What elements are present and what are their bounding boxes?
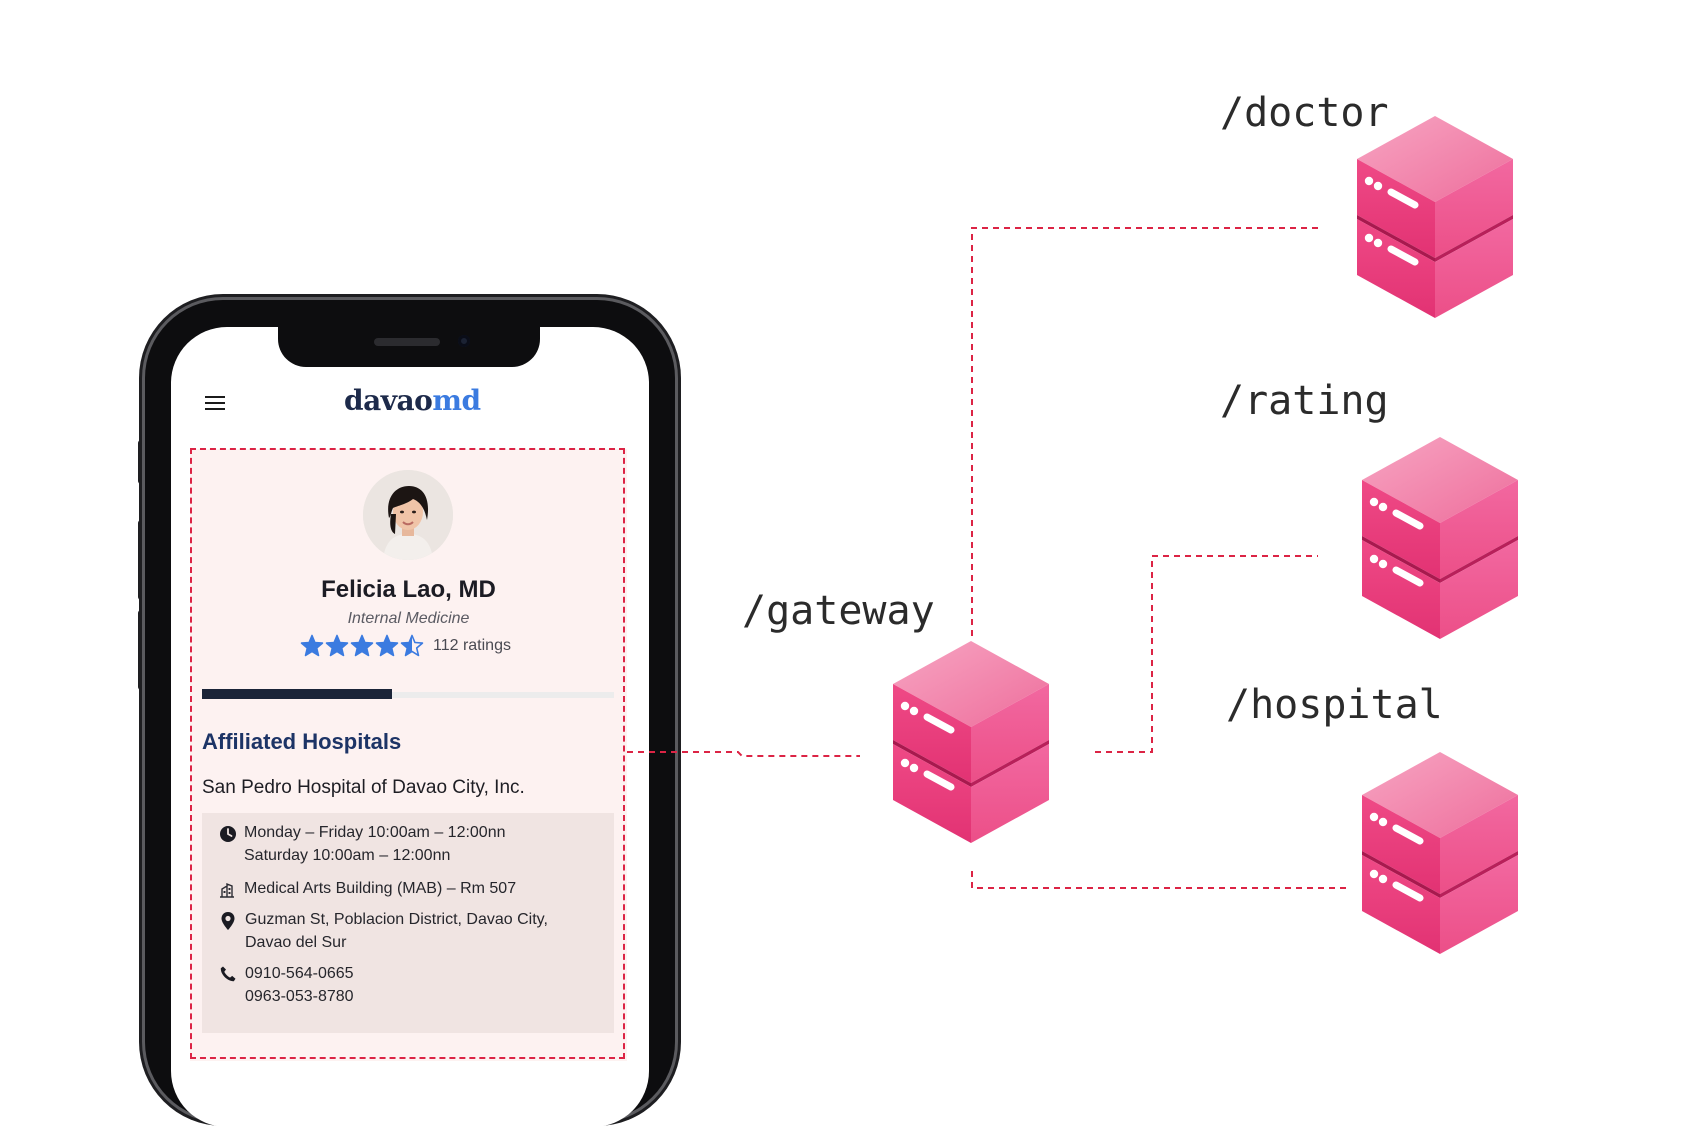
phone-camera [458, 335, 470, 347]
hamburger-menu-icon[interactable] [205, 396, 225, 412]
rating-label: /rating [1220, 378, 1389, 424]
building-icon [220, 882, 234, 898]
app-logo[interactable]: davaomd [344, 384, 481, 417]
hospital-server-icon [1362, 752, 1518, 954]
profile-progress-track [202, 692, 614, 698]
doctor-label: /doctor [1220, 90, 1389, 136]
doctor-server-icon [1357, 116, 1513, 318]
room-location: Medical Arts Building (MAB) – Rm 507 [244, 880, 517, 897]
address-line-1: Guzman St, Poblacion District, Davao Cit… [245, 911, 548, 928]
star-half-icon [400, 634, 424, 657]
phone-volume-up [138, 520, 144, 600]
schedule-weekdays: Monday – Friday 10:00am – 12:00nn [244, 824, 506, 841]
star-full-icon [350, 634, 374, 657]
profile-highlight-outline [190, 448, 625, 1059]
rating-stars [300, 634, 424, 657]
logo-text-davao: davao [344, 384, 433, 417]
location-pin-icon [221, 912, 235, 930]
affiliated-hospitals-heading: Affiliated Hospitals [202, 729, 402, 754]
phone-icon [220, 966, 236, 982]
clock-icon [220, 826, 236, 842]
ratings-count[interactable]: 112 ratings [433, 637, 511, 654]
phone-number-2[interactable]: 0963-053-8780 [245, 988, 354, 1005]
phone-volume-down [138, 610, 144, 690]
star-full-icon [375, 634, 399, 657]
phone-power-button [674, 520, 680, 670]
address-line-2: Davao del Sur [245, 934, 347, 951]
rating-server-icon [1362, 437, 1518, 639]
doctor-name: Felicia Lao, MD [321, 576, 496, 603]
phone-silent-switch [138, 440, 144, 484]
doctor-avatar [363, 470, 453, 560]
gateway-to-doctor-connector [971, 227, 1318, 636]
doctor-specialty: Internal Medicine [347, 610, 470, 627]
hospital-name[interactable]: San Pedro Hospital of Davao City, Inc. [202, 777, 525, 798]
hospital-label: /hospital [1226, 682, 1443, 728]
gateway-label: /gateway [742, 588, 935, 634]
star-full-icon [300, 634, 324, 657]
phone-number-1[interactable]: 0910-564-0665 [245, 965, 354, 982]
gateway-to-hospital-connector [971, 871, 1348, 889]
connector-lines [627, 227, 1348, 889]
star-full-icon [325, 634, 349, 657]
logo-text-md: md [432, 384, 481, 417]
hospital-info-box [202, 813, 614, 1033]
schedule-saturday: Saturday 10:00am – 12:00nn [244, 847, 451, 864]
profile-progress-fill [202, 689, 392, 699]
gateway-server-icon [893, 641, 1049, 843]
phone-speaker [374, 338, 440, 346]
